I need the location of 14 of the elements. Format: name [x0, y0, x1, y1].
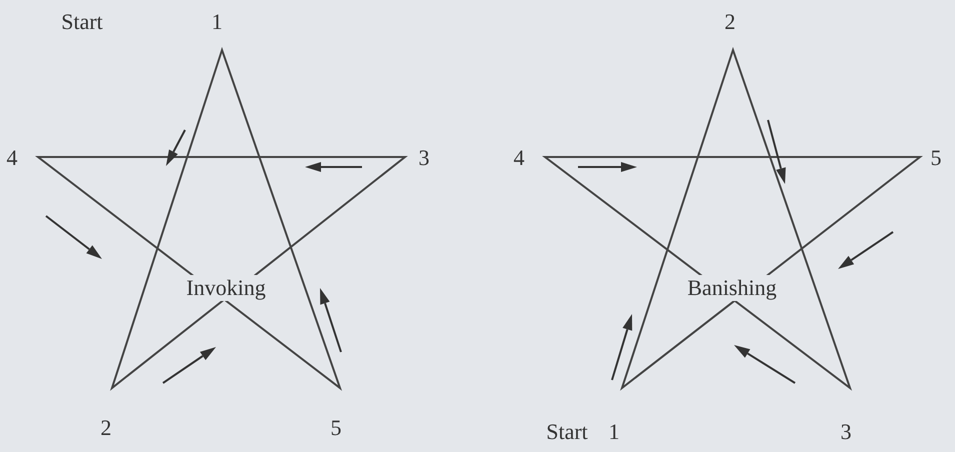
point-label: 5	[930, 147, 942, 169]
point-label: 5	[330, 417, 342, 439]
point-label: 4	[514, 147, 524, 169]
point-label: 1	[212, 11, 222, 33]
point-label: 3	[418, 147, 430, 169]
point-label: 1	[608, 421, 620, 443]
center-label: Banishing	[685, 275, 779, 301]
center-label: Invoking	[184, 275, 268, 301]
point-label: 4	[6, 147, 18, 169]
point-label: Start	[61, 11, 103, 33]
point-label: 3	[840, 421, 852, 443]
point-label: 2	[724, 11, 736, 33]
point-label: Start	[546, 421, 588, 443]
point-label: 2	[100, 417, 112, 439]
